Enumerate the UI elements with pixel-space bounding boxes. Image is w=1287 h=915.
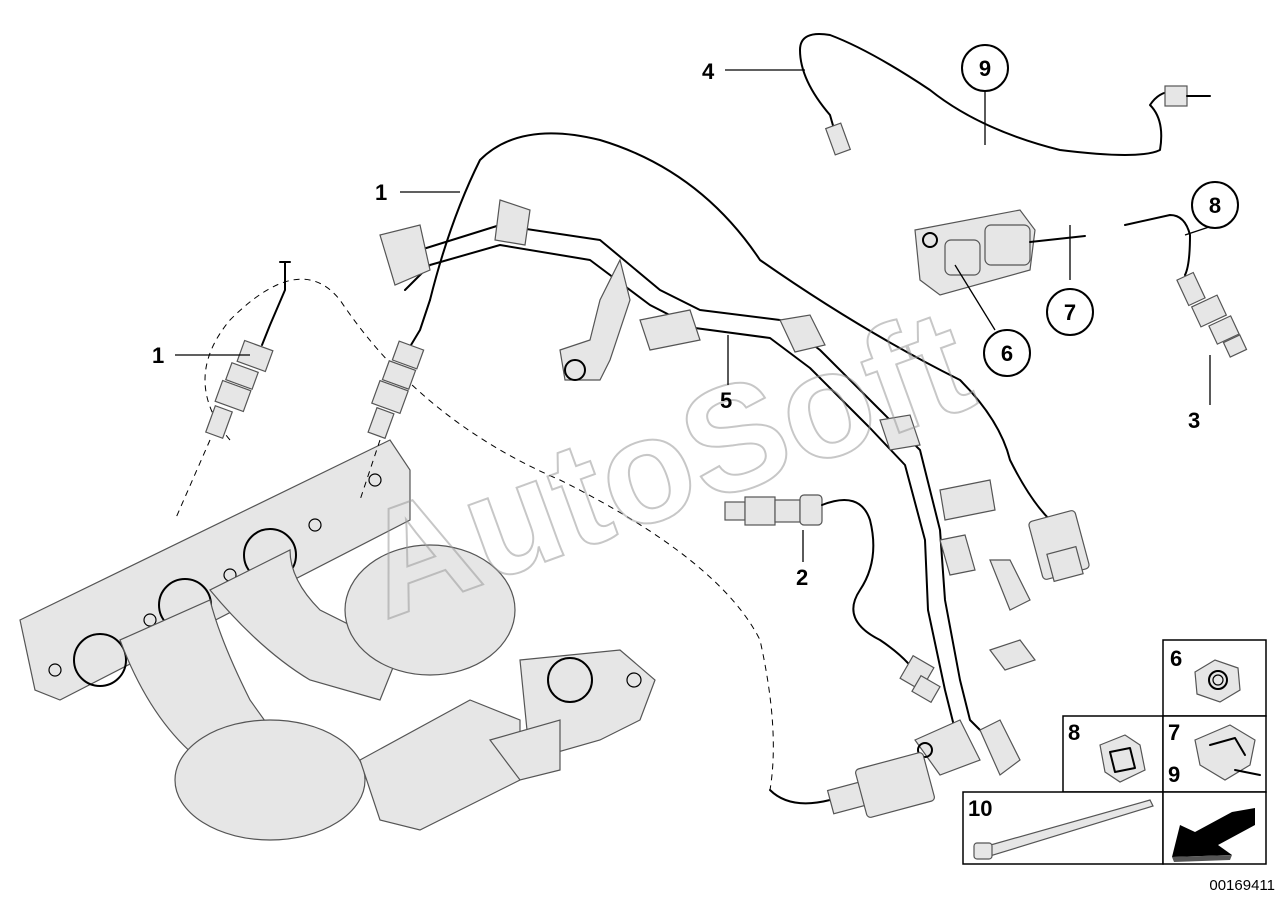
legend-label-10: 10 [968,796,992,821]
callout-5: 5 [720,388,732,413]
clip-icon [1194,724,1261,781]
callout-8: 8 [1191,181,1239,229]
arrow-icon [1172,808,1255,862]
svg-text:7: 7 [1064,300,1076,325]
legend-label-9: 9 [1168,762,1180,787]
cable-tie-icon [973,799,1154,860]
nut-icon [1194,659,1241,703]
oxygen-sensor-center [367,132,1090,583]
legend-label-7: 7 [1168,720,1180,745]
callout-1-left: 1 [152,343,164,368]
clip-icon [1099,734,1146,783]
legend: 6 8 7 9 10 [962,639,1267,865]
exhaust-manifold [19,439,656,841]
legend-label-6: 6 [1170,646,1182,671]
svg-text:8: 8 [1209,193,1221,218]
callout-4: 4 [702,59,715,84]
callout-1-top: 1 [375,180,387,205]
reference-number: 00169411 [1209,877,1275,894]
callout-6: 6 [983,329,1031,377]
legend-label-8: 8 [1068,720,1080,745]
oxygen-sensor-left [204,261,291,440]
callout-2: 2 [796,565,808,590]
sensor-module [914,209,1248,358]
callout-3: 3 [1188,408,1200,433]
svg-text:6: 6 [1001,341,1013,366]
wiring-bracket [379,199,1036,776]
sensor-wire-4-9 [799,33,1211,156]
callout-7: 7 [1046,288,1094,336]
callout-9: 9 [961,44,1009,92]
connector-bottom [769,752,935,818]
svg-text:9: 9 [979,56,991,81]
oxygen-sensor-2 [724,494,941,704]
